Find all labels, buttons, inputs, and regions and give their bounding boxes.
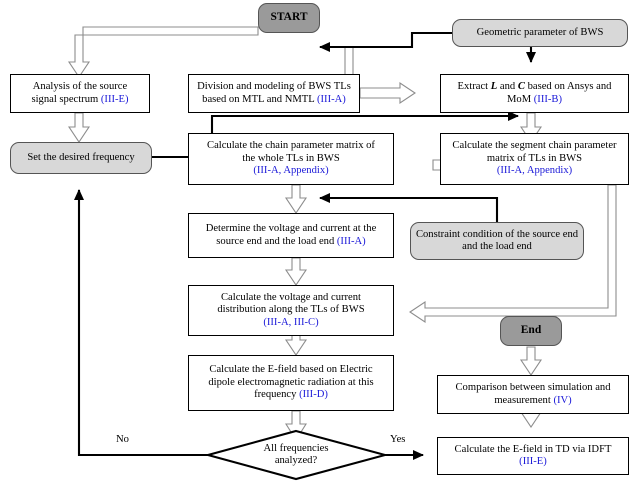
node-all-frequencies-label[interactable]: All frequencies analyzed? <box>236 438 356 472</box>
line-geometric-to-start <box>319 31 452 52</box>
node-determine-voltage-current-ref: (III-A) <box>336 235 366 247</box>
node-set-frequency-label: Set the desired frequency <box>27 151 135 163</box>
node-comparison-ref: (IV) <box>553 394 572 406</box>
node-voltage-current-distribution-line2: distribution along the TLs of BWS <box>217 304 365 316</box>
node-source-spectrum-line2: signal spectrum <box>31 93 101 105</box>
node-segment-chain-matrix-ref: (III-A, Appendix) <box>496 165 573 177</box>
edge-label-yes: Yes <box>390 434 406 445</box>
node-extract-lc-symbol-l: L <box>490 81 498 92</box>
node-all-frequencies-line2: analyzed? <box>274 455 318 466</box>
node-source-spectrum-line1: Analysis of the source <box>32 81 128 92</box>
node-source-spectrum[interactable]: Analysis of the source signal spectrum (… <box>10 74 150 113</box>
node-efield-td-idft[interactable]: Calculate the E-field in TD via IDFT (II… <box>437 437 629 475</box>
node-efield-td-idft-ref: (III-E) <box>519 456 547 467</box>
node-segment-chain-matrix[interactable]: Calculate the segment chain parameter ma… <box>440 133 629 185</box>
arrow-division-to-extract <box>359 81 416 105</box>
node-constraint-condition[interactable]: Constraint condition of the source end a… <box>410 222 584 260</box>
node-end[interactable]: End <box>500 316 562 346</box>
node-division-modeling-ref: (III-A) <box>317 93 346 105</box>
edge-label-no: No <box>116 434 129 445</box>
node-extract-lc-line1e: based on Ansys and <box>524 81 612 92</box>
node-division-modeling-line1: Division and modeling of BWS TLs <box>197 81 351 92</box>
node-geometric-parameter-label: Geometric parameter of BWS <box>476 26 604 38</box>
line-decision-no-to-setfreq <box>74 189 208 457</box>
node-division-modeling-line2: based on MTL and NMTL <box>202 93 317 105</box>
node-set-frequency[interactable]: Set the desired frequency <box>10 142 152 174</box>
decision-diamond-all-frequencies <box>204 429 390 481</box>
node-comparison-line1: Comparison between simulation and <box>455 382 611 393</box>
node-constraint-condition-label: Constraint condition of the source end a… <box>415 228 579 253</box>
node-segment-chain-matrix-line1: Calculate the segment chain parameter <box>452 140 617 152</box>
node-efield-dipole-line3: frequency <box>254 389 300 401</box>
node-extract-lc-ref: (III-B) <box>533 93 563 105</box>
node-extract-lc[interactable]: Extract L and C based on Ansys and MoM (… <box>440 74 629 113</box>
node-comparison[interactable]: Comparison between simulation and measur… <box>437 375 629 414</box>
node-extract-lc-line1a: Extract <box>457 81 491 92</box>
node-efield-dipole-line2: dipole electromagnetic radiation at this <box>208 376 374 388</box>
line-constraint-to-determine <box>319 193 499 222</box>
node-geometric-parameter[interactable]: Geometric parameter of BWS <box>452 19 628 47</box>
node-efield-dipole[interactable]: Calculate the E-field based on Electric … <box>188 355 394 411</box>
node-start[interactable]: START <box>258 3 320 33</box>
node-source-spectrum-ref: (III-E) <box>100 93 129 105</box>
arrow-whole-to-determine <box>284 184 308 214</box>
node-voltage-current-distribution-ref: (III-A, III-C) <box>263 316 319 328</box>
node-determine-voltage-current-line2: source end and the load end <box>216 235 337 247</box>
node-chain-matrix-whole-ref: (III-A, Appendix) <box>253 165 329 177</box>
node-extract-lc-symbol-c: C <box>517 81 525 92</box>
node-division-modeling[interactable]: Division and modeling of BWS TLs based o… <box>188 74 360 113</box>
node-extract-lc-line2: MoM <box>506 93 534 105</box>
node-voltage-current-distribution[interactable]: Calculate the voltage and current distri… <box>188 285 394 336</box>
node-extract-lc-line1c: and <box>497 81 518 92</box>
node-segment-chain-matrix-line2: matrix of TLs in BWS <box>486 152 583 164</box>
arrow-spectrum-to-setfreq <box>67 112 91 143</box>
node-comparison-line2: measurement <box>494 394 554 406</box>
node-voltage-current-distribution-line1: Calculate the voltage and current <box>220 291 361 303</box>
node-efield-td-idft-line1: Calculate the E-field in TD via IDFT <box>454 443 612 455</box>
arrow-start-to-spectrum <box>67 26 259 78</box>
arrow-determine-to-distribution <box>284 257 308 286</box>
node-start-label: START <box>270 11 308 24</box>
node-end-label: End <box>520 324 542 337</box>
arrow-comparison-to-end <box>519 346 543 376</box>
node-chain-matrix-whole[interactable]: Calculate the chain parameter matrix of … <box>188 133 394 185</box>
node-determine-voltage-current[interactable]: Determine the voltage and current at the… <box>188 213 394 258</box>
node-determine-voltage-current-line1: Determine the voltage and current at the <box>205 223 377 234</box>
node-efield-dipole-ref: (III-D) <box>299 389 328 401</box>
node-efield-dipole-line1: Calculate the E-field based on Electric <box>209 364 373 376</box>
arrow-segment-to-distribution <box>409 184 617 324</box>
node-all-frequencies-line1: All frequencies <box>263 442 329 454</box>
node-chain-matrix-whole-line2: the whole TLs in BWS <box>242 152 340 164</box>
node-chain-matrix-whole-line1: Calculate the chain parameter matrix of <box>207 140 375 152</box>
